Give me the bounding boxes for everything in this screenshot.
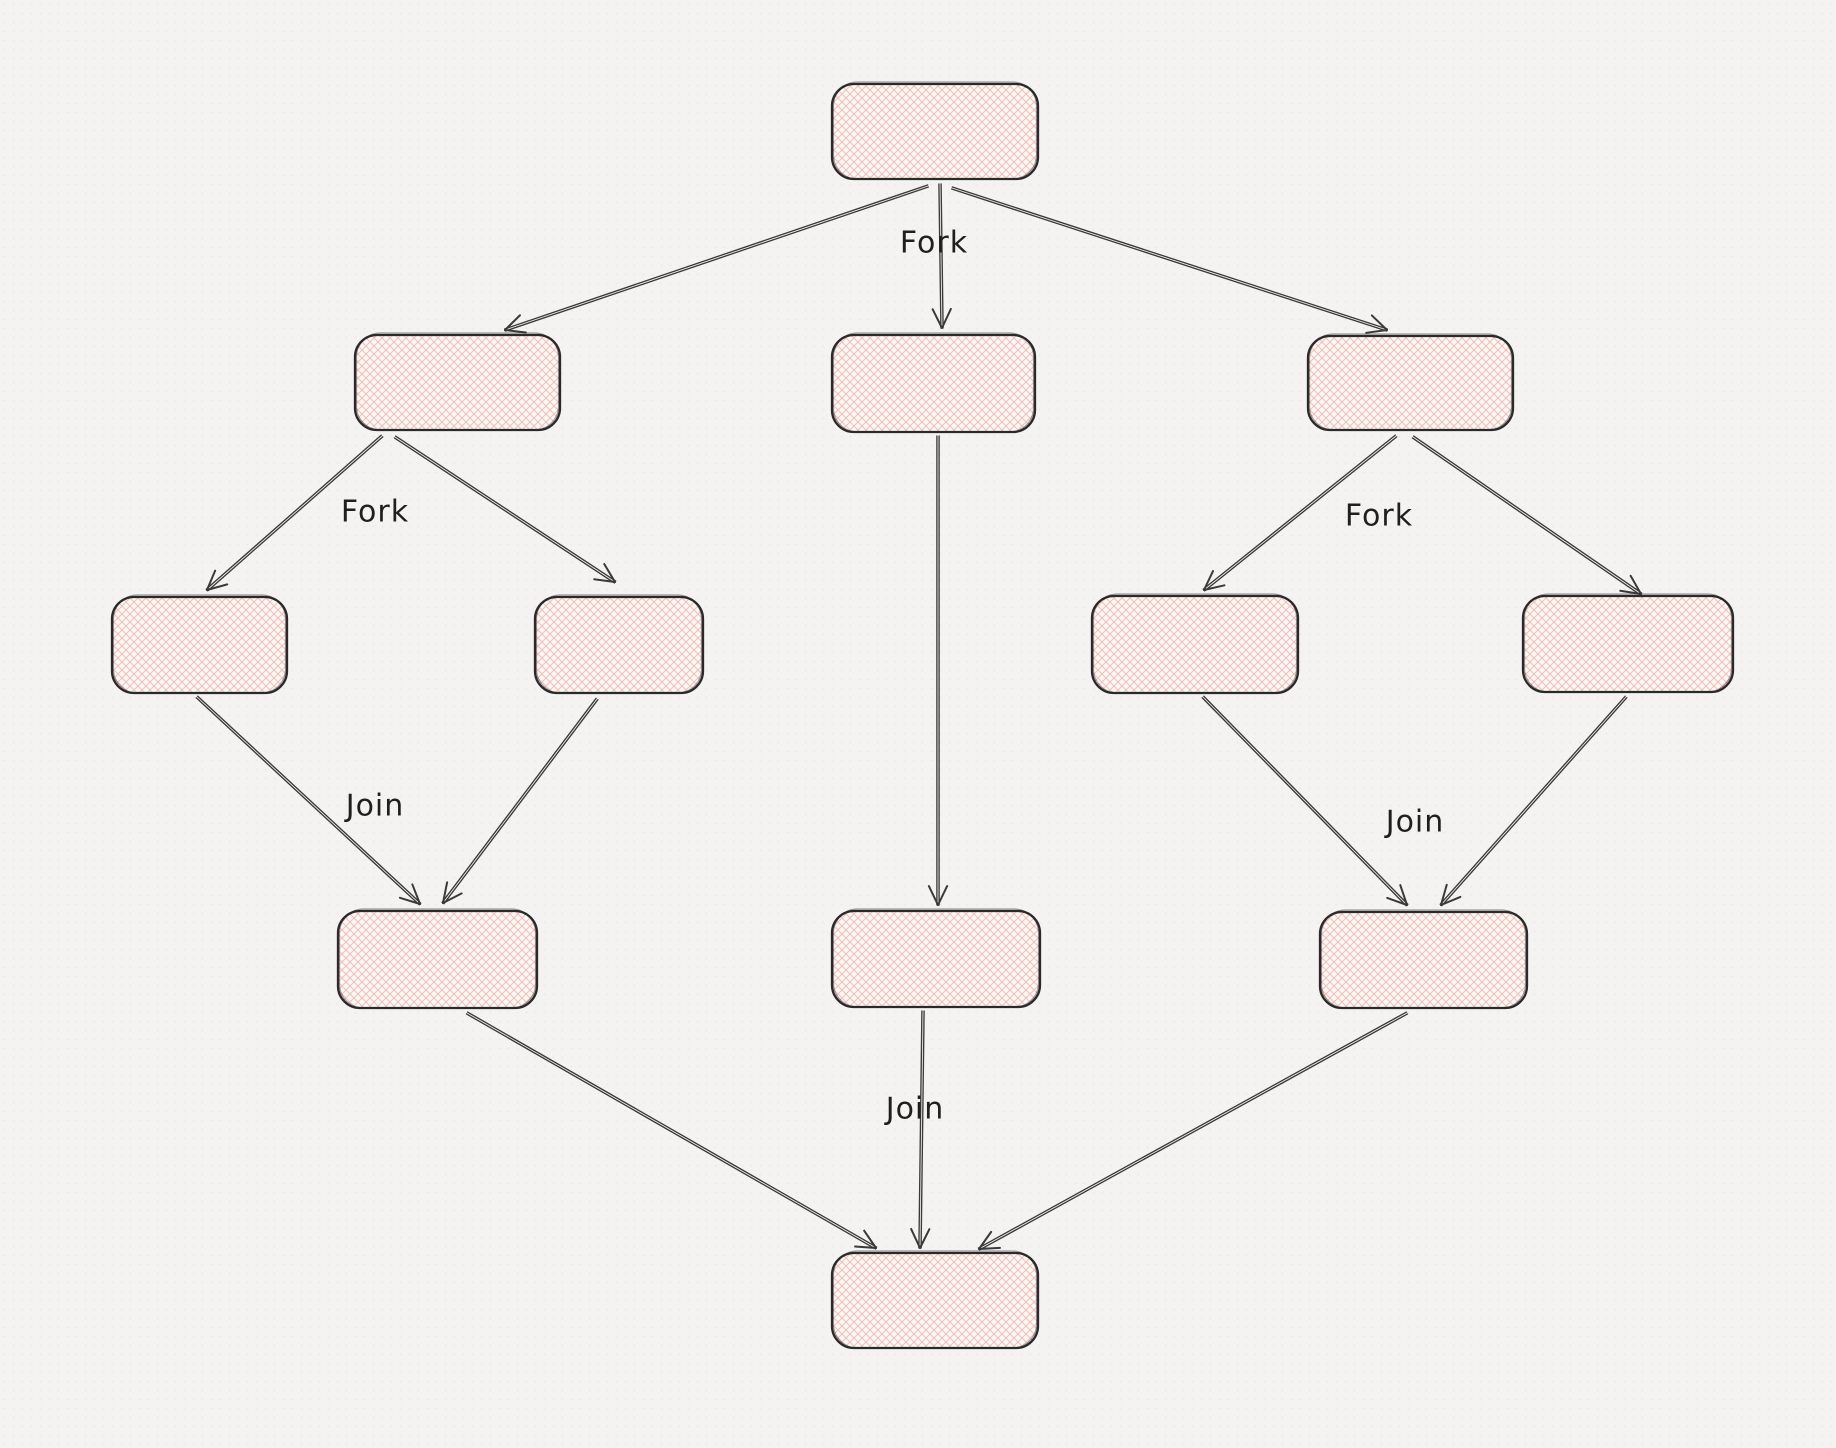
edge-label-fork-left[interactable]: Fork [341, 495, 409, 530]
edge-join-left-to-end[interactable] [465, 1011, 878, 1250]
edge-label-join-left[interactable]: Join [344, 789, 405, 824]
flow-node-right-task-1[interactable] [1090, 593, 1300, 695]
flow-node-join-right[interactable] [1318, 909, 1529, 1010]
edge-label-fork-top[interactable]: Fork [900, 226, 968, 261]
edge-start-to-branch-center[interactable] [931, 183, 952, 329]
flow-node-left-task-1[interactable] [110, 594, 289, 695]
flow-node-left-task-2[interactable] [533, 594, 705, 695]
edge-join-right-to-end[interactable] [977, 1011, 1409, 1251]
flow-node-start[interactable] [830, 81, 1040, 181]
edge-branch-right-to-task-1[interactable] [1202, 434, 1398, 592]
edge-left-task-1-to-join[interactable] [195, 695, 422, 906]
flow-node-branch-right[interactable] [1306, 333, 1515, 432]
edge-label-fork-right[interactable]: Fork [1345, 499, 1413, 534]
edge-start-to-branch-right[interactable] [950, 186, 1389, 334]
edge-right-task-1-to-join[interactable] [1201, 695, 1409, 907]
edges-layer [195, 183, 1643, 1251]
edge-left-task-2-to-join[interactable] [441, 697, 599, 905]
edge-branch-right-to-task-2[interactable] [1411, 435, 1643, 596]
flow-node-branch-left[interactable] [353, 332, 562, 432]
nodes-layer [110, 81, 1735, 1350]
edge-label-join-right[interactable]: Join [1384, 805, 1445, 840]
flow-node-branch-center[interactable] [830, 332, 1037, 434]
flow-node-end[interactable] [830, 1250, 1040, 1350]
edge-label-join-bottom[interactable]: Join [884, 1092, 945, 1127]
edge-branch-left-to-task-2[interactable] [393, 435, 617, 584]
edge-mid-task-to-end[interactable] [910, 1010, 931, 1249]
edge-branch-center-to-mid[interactable] [927, 435, 949, 906]
flow-node-join-left[interactable] [336, 908, 539, 1010]
flow-node-right-task-2[interactable] [1521, 593, 1735, 694]
edge-start-to-branch-left[interactable] [503, 184, 930, 334]
edge-right-task-2-to-join[interactable] [1439, 695, 1628, 907]
edge-branch-left-to-task-1[interactable] [205, 434, 384, 592]
flow-node-mid-task[interactable] [830, 908, 1042, 1009]
